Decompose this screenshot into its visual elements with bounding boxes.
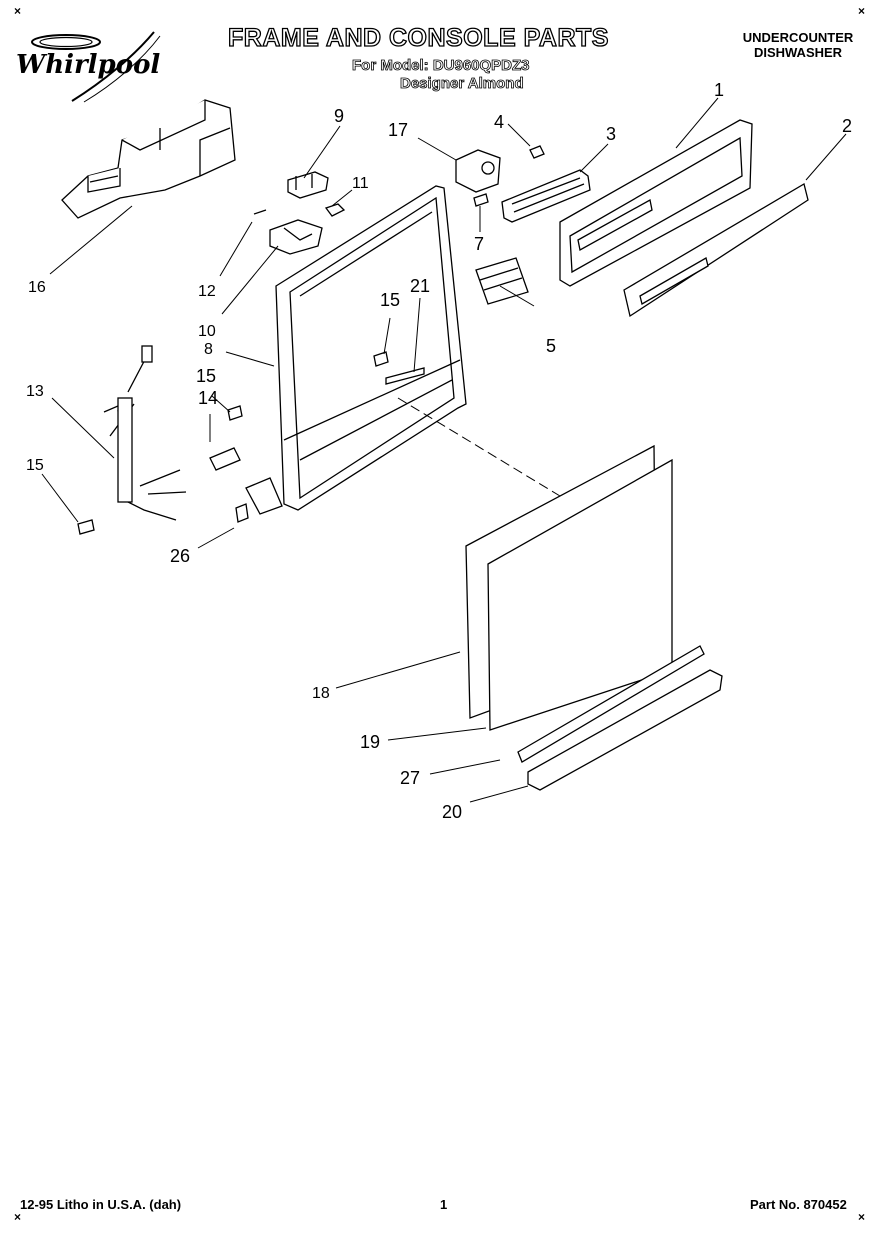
callout-9: 9 bbox=[334, 106, 344, 126]
part-15-screw-upper bbox=[227, 405, 243, 421]
part-number: Part No. 870452 bbox=[750, 1197, 847, 1212]
part-15-screw-mid bbox=[373, 351, 389, 367]
callout-27: 27 bbox=[400, 768, 420, 788]
callout-26: 26 bbox=[170, 546, 190, 566]
color-line: Designer Almond bbox=[400, 75, 524, 93]
part-11-switch bbox=[324, 203, 346, 217]
part-16-console-housing bbox=[61, 99, 236, 219]
callout-20: 20 bbox=[442, 802, 462, 822]
part-17-selector bbox=[455, 149, 501, 193]
callout-8: 8 bbox=[204, 341, 213, 358]
part-20-bottom-trim bbox=[527, 669, 723, 791]
callout-3: 3 bbox=[606, 124, 616, 144]
lower-bracket bbox=[245, 477, 283, 515]
callout-14: 14 bbox=[198, 388, 218, 408]
part-10-latch-bracket bbox=[269, 219, 323, 255]
registration-mark-tr: × bbox=[858, 4, 866, 18]
callout-10: 10 bbox=[198, 323, 216, 340]
part-2-trim-strip bbox=[623, 182, 809, 318]
part-12-pin bbox=[253, 209, 267, 215]
callout-15-mid: 15 bbox=[380, 290, 400, 310]
part-21-strip bbox=[385, 367, 425, 385]
callout-5: 5 bbox=[546, 336, 556, 356]
callout-11: 11 bbox=[352, 175, 369, 192]
callout-16: 16 bbox=[28, 279, 46, 296]
part-27-lower-trim bbox=[517, 645, 705, 763]
page-number: 1 bbox=[440, 1197, 448, 1212]
callout-15-lower: 15 bbox=[26, 457, 44, 474]
part-14-switch bbox=[209, 447, 241, 471]
callout-19: 19 bbox=[360, 732, 380, 752]
part-5-bracket bbox=[475, 257, 529, 305]
registration-mark-bl: × bbox=[14, 1210, 22, 1224]
part-3-switch-board bbox=[501, 169, 591, 223]
page-title: FRAME AND CONSOLE PARTS bbox=[227, 23, 609, 52]
model-line: For Model: DU960QPDZ3 bbox=[352, 57, 530, 75]
callout-18: 18 bbox=[312, 685, 330, 702]
print-info: 12-95 Litho in U.S.A. (dah) bbox=[20, 1197, 182, 1212]
callout-13: 13 bbox=[26, 383, 44, 400]
callout-4: 4 bbox=[494, 112, 504, 132]
part-9-latch bbox=[287, 171, 329, 199]
part-15-screw-lower bbox=[77, 519, 95, 535]
part-7-screw bbox=[473, 193, 489, 207]
part-13-wire-harness bbox=[103, 345, 187, 521]
brand-wordmark: Whirlpool bbox=[16, 50, 161, 80]
part-8-door-frame bbox=[275, 185, 467, 511]
registration-mark-br: × bbox=[858, 1210, 866, 1224]
part-26-clip bbox=[235, 503, 249, 523]
callout-2: 2 bbox=[842, 116, 852, 136]
product-line-1: UNDERCOUNTER bbox=[742, 30, 854, 45]
product-line-2: DISHWASHER bbox=[753, 45, 843, 60]
projection-line bbox=[397, 397, 561, 497]
callout-12: 12 bbox=[198, 283, 216, 300]
callout-15-upper: 15 bbox=[196, 366, 216, 386]
callout-7: 7 bbox=[474, 234, 484, 254]
callout-17: 17 bbox=[388, 120, 408, 140]
callout-1: 1 bbox=[714, 80, 724, 100]
callout-21: 21 bbox=[410, 276, 430, 296]
whirlpool-logo: Whirlpool bbox=[14, 26, 184, 106]
part-4-clip bbox=[529, 145, 545, 159]
part-1-console-panel bbox=[559, 119, 753, 287]
product-type: UNDERCOUNTER DISHWASHER bbox=[734, 30, 862, 60]
registration-mark-tl: × bbox=[14, 4, 22, 18]
